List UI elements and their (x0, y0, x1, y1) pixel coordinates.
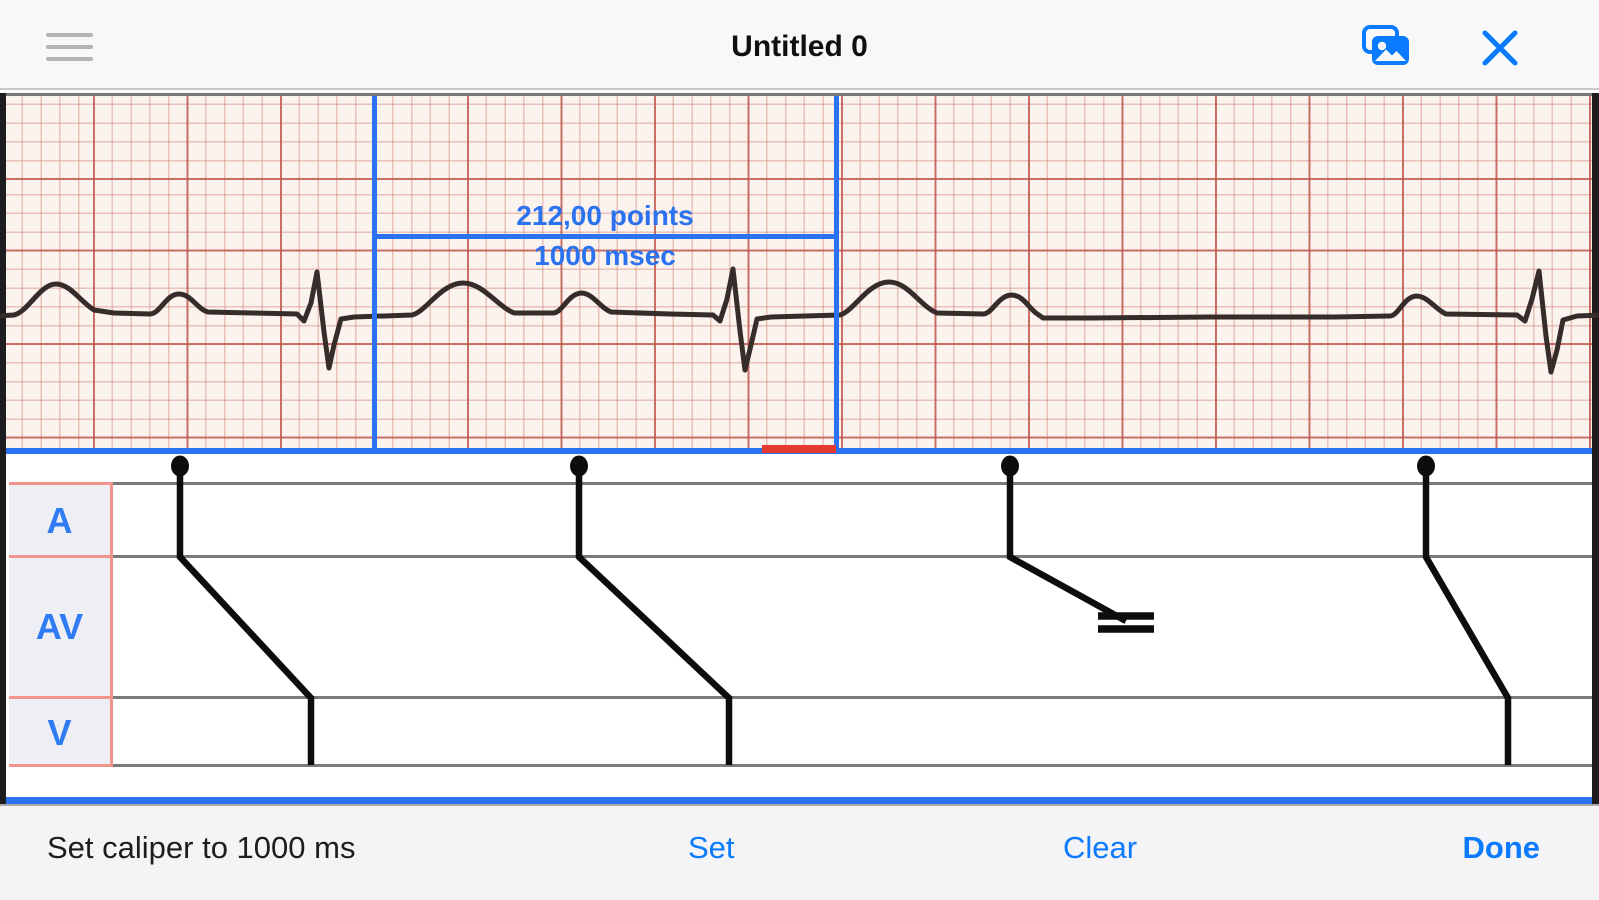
hamburger-menu-icon[interactable] (46, 32, 93, 63)
page-title: Untitled 0 (731, 30, 868, 63)
ladder-diagram[interactable]: A AV V (6, 454, 1592, 797)
region-line-av-v (110, 696, 1592, 699)
content-border-top (0, 93, 1599, 96)
header-bar: Untitled 0 (0, 0, 1599, 88)
caliper-set-marker (762, 445, 836, 453)
region-label-cell-av[interactable] (9, 558, 110, 696)
header-divider (0, 88, 1599, 90)
region-line-a-av (110, 555, 1592, 558)
region-line-a-top (110, 482, 1592, 485)
content-border-left (0, 93, 6, 804)
ladder-bottom-divider (6, 797, 1592, 804)
clear-button[interactable]: Clear (1063, 830, 1138, 865)
close-icon[interactable] (1480, 28, 1520, 68)
region-label-a: A (46, 500, 73, 541)
caliper-status-text: Set caliper to 1000 ms (47, 830, 356, 865)
content-border-right (1592, 93, 1599, 804)
ecg-grid-paper[interactable] (6, 96, 1592, 448)
region-label-cell-v[interactable] (9, 699, 110, 764)
caliper-toolbar: Set caliper to 1000 ms Set Clear Done (0, 806, 1599, 900)
photos-icon[interactable] (1360, 24, 1412, 72)
region-label-cell-a[interactable] (9, 485, 110, 555)
region-line-v-bottom (110, 764, 1592, 767)
caliper-right-bar[interactable] (834, 96, 839, 448)
caliper-time-value: 1000 msec (534, 240, 676, 271)
region-label-v: V (47, 712, 72, 753)
caliper-crossbar[interactable] (372, 234, 839, 239)
set-button[interactable]: Set (688, 830, 735, 865)
region-label-av: AV (35, 606, 84, 647)
caliper-points-value: 212,00 points (516, 200, 694, 231)
done-button[interactable]: Done (1462, 830, 1541, 865)
caliper-left-bar[interactable] (372, 96, 377, 448)
